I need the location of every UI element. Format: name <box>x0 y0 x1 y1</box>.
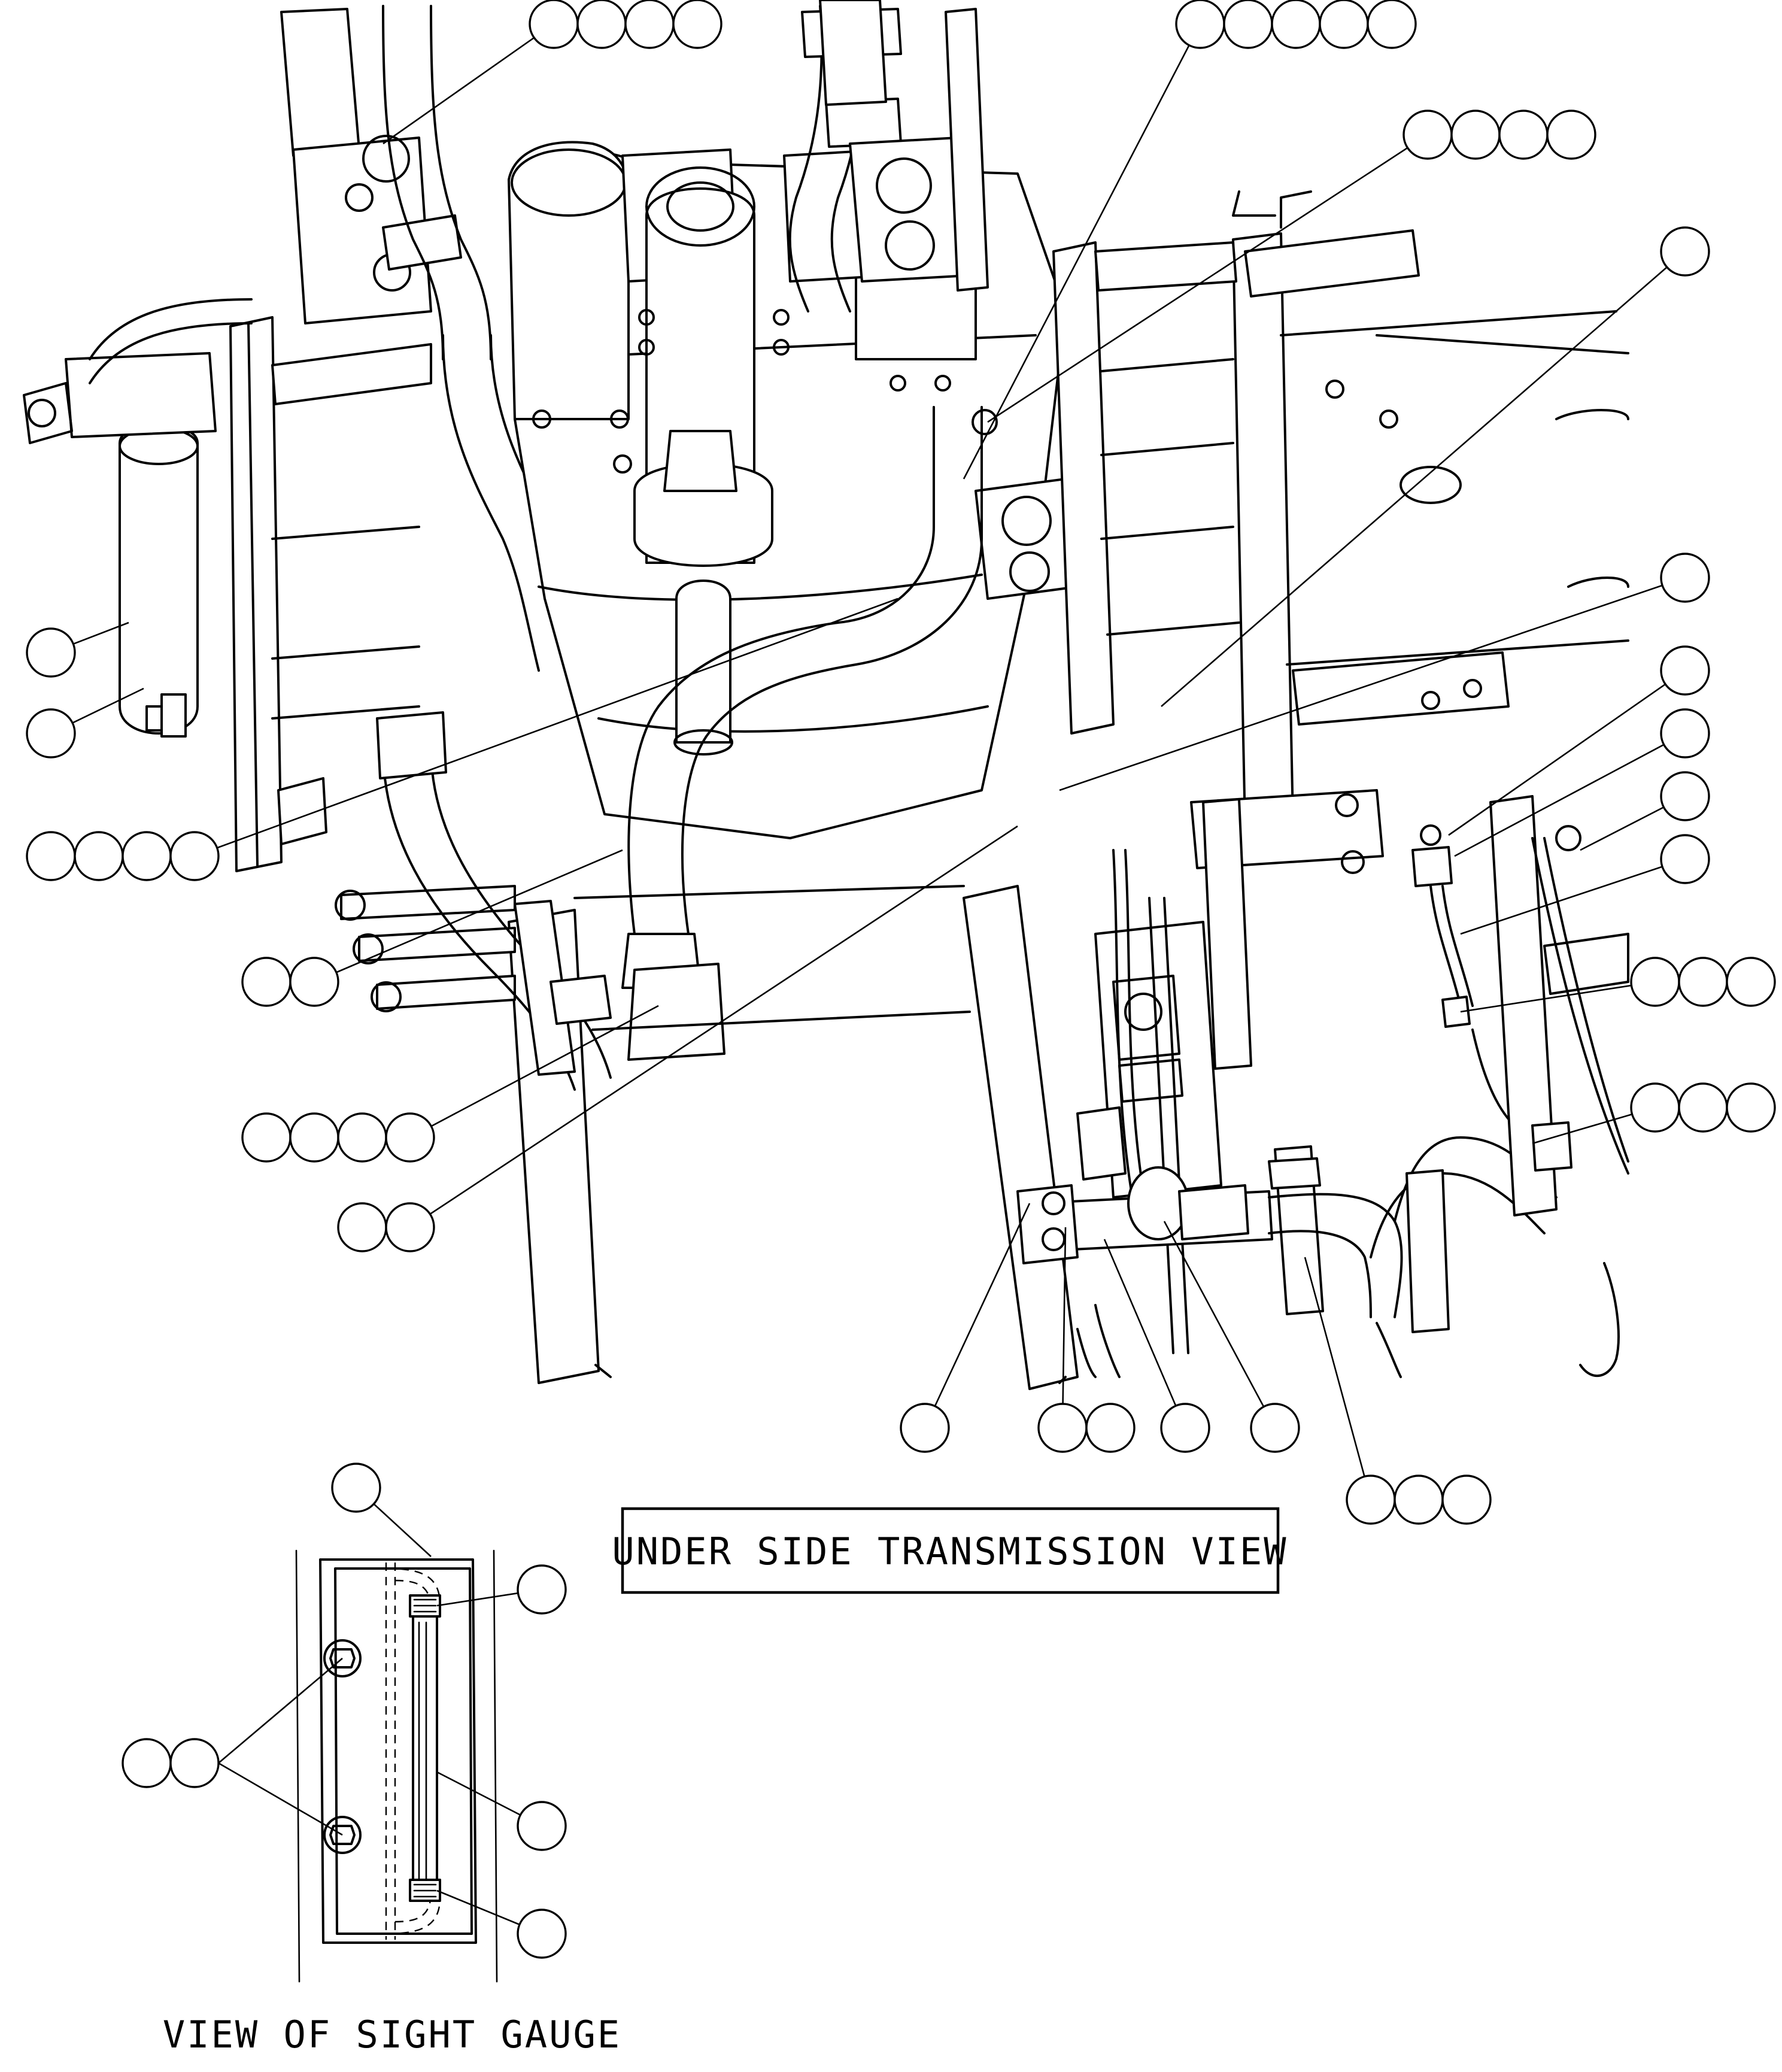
filter-canister <box>23 298 253 738</box>
callout-group-right-7 <box>1460 957 1776 1013</box>
gauge-callout-right-1 <box>436 1564 567 1615</box>
callout-group-left-5 <box>241 1005 659 1163</box>
lower-vertical-rails <box>594 1304 1402 1384</box>
right-tube-fittings <box>1411 795 1629 1378</box>
lower-crossbar <box>1016 1136 1558 1333</box>
detail-view-title-text: VIEW OF SIGHT GAUGE <box>163 2013 621 2056</box>
callout-group-bottom-2 <box>1037 1227 1136 1453</box>
callout-right-3 <box>1448 645 1710 836</box>
gauge-callout-right-2 <box>436 1771 567 1851</box>
main-view-title-text: UNDER SIDE TRANSMISSION VIEW <box>612 1530 1288 1573</box>
callout-right-1 <box>1161 226 1710 707</box>
main-view-title: UNDER SIDE TRANSMISSION VIEW <box>612 1507 1288 1594</box>
gauge-callout-left <box>122 1658 343 1836</box>
callout-bottom-1 <box>900 1203 1031 1453</box>
callout-right-4 <box>1454 708 1710 857</box>
left-lower-hose <box>376 711 612 1091</box>
callout-group-top-left <box>382 0 722 145</box>
callout-group-top-right <box>987 110 1596 423</box>
gauge-callout-top <box>331 1463 432 1557</box>
callout-left-2 <box>26 687 144 759</box>
callout-bottom-4 <box>1163 1221 1300 1453</box>
right-upper-bracket <box>849 8 1079 600</box>
transmission-assembly-drawing <box>23 0 1629 1390</box>
sight-gauge-plug-lower <box>323 1816 362 1854</box>
callout-group-left-3 <box>26 597 898 881</box>
gauge-callout-right-3 <box>436 1889 567 1959</box>
right-frame-rail <box>1052 190 1420 827</box>
callout-group-left-6 <box>337 825 1018 1252</box>
callout-group-left-4 <box>241 849 623 1007</box>
sight-glass-tube <box>409 1594 441 1902</box>
sight-gauge-plug-upper <box>323 1639 362 1677</box>
sight-gauge-detail: VIEW OF SIGHT GAUGE <box>122 1463 621 2056</box>
callout-left-1 <box>26 621 129 678</box>
left-frame-rail <box>229 316 432 872</box>
callout-bottom-3 <box>1103 1239 1210 1453</box>
callout-right-5 <box>1580 771 1710 851</box>
callout-group-right-8 <box>1532 1082 1776 1145</box>
lower-frame <box>508 789 1384 1390</box>
callout-right-6 <box>1460 834 1710 935</box>
callout-group-top-center <box>963 0 1417 480</box>
driveshaft <box>633 166 773 756</box>
right-side-plate <box>1280 310 1629 726</box>
upper-left-bracket <box>280 8 462 324</box>
callout-right-2 <box>1059 553 1710 791</box>
lower-right-bracket <box>1076 849 1222 1354</box>
callout-group-bottom-5 <box>1304 1257 1492 1525</box>
